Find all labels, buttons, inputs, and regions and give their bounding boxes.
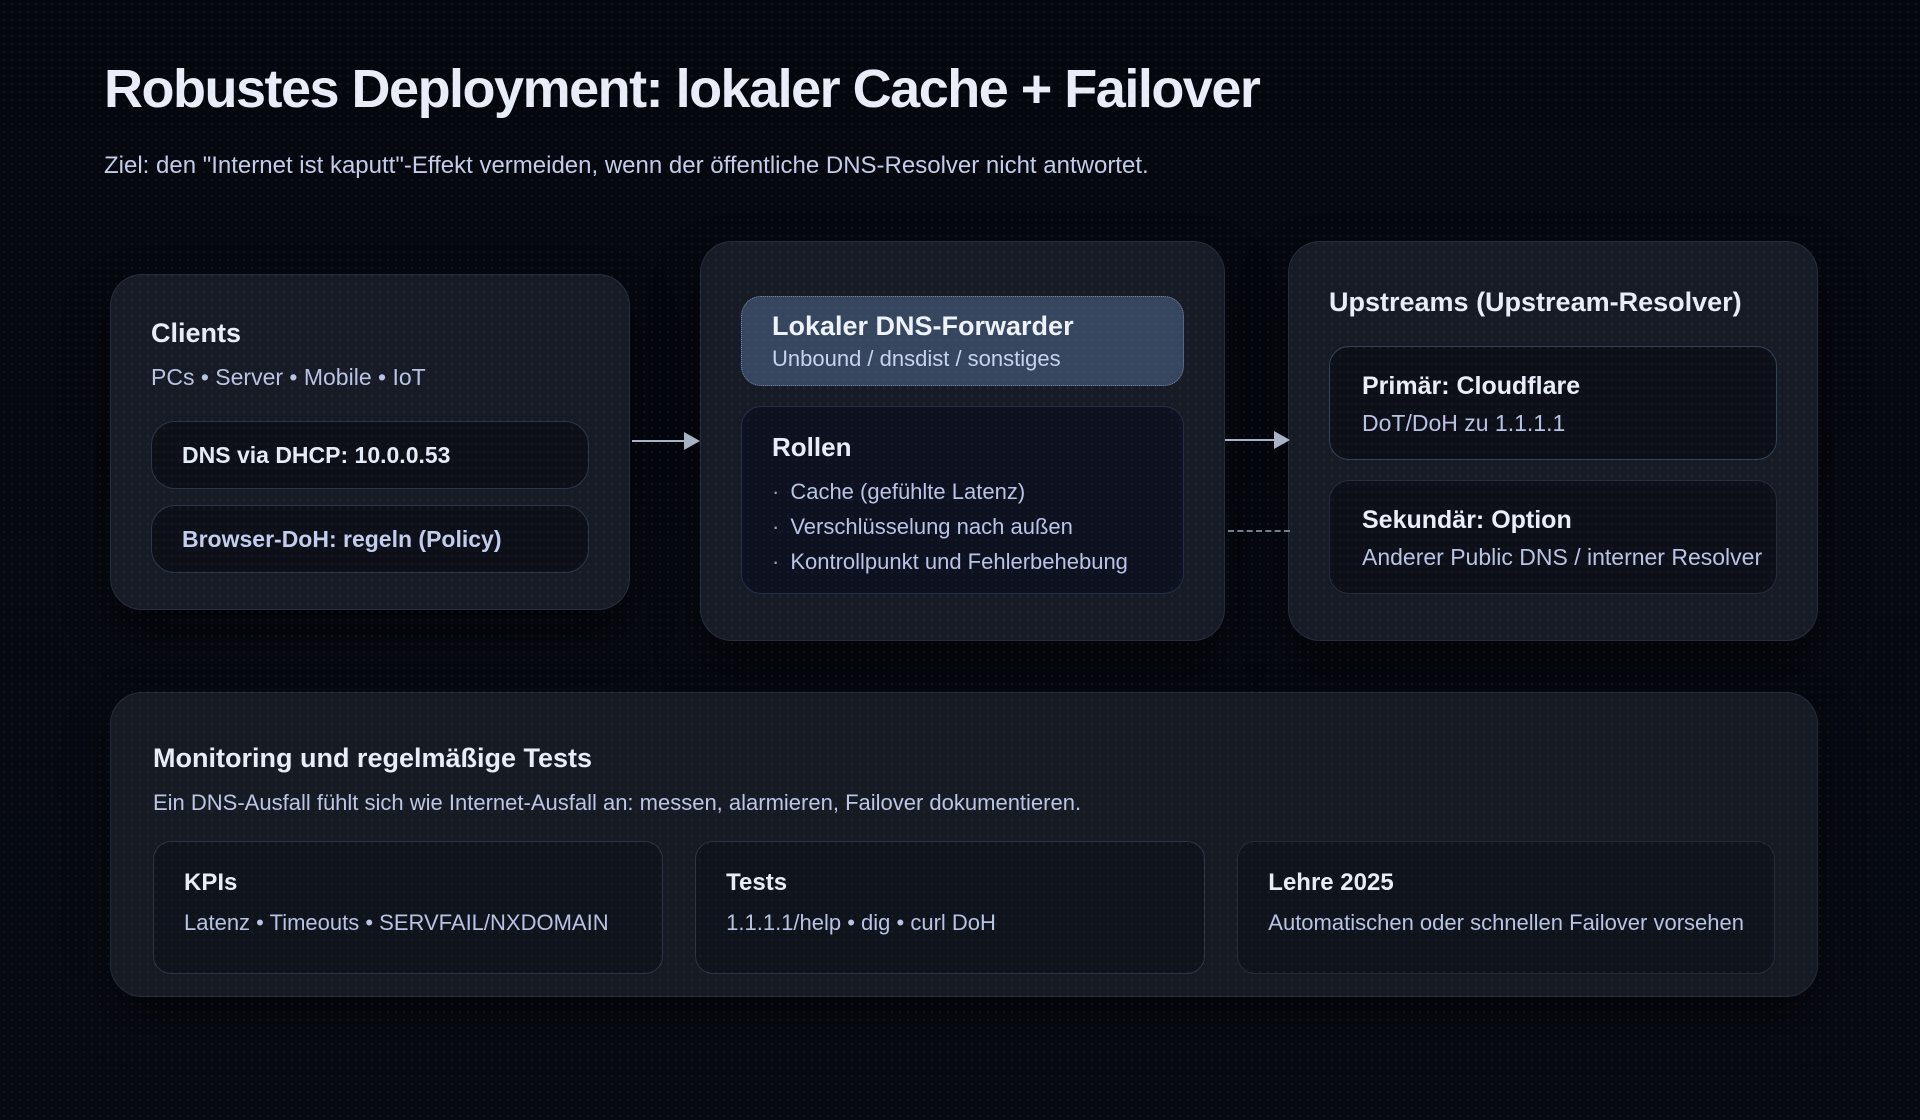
arrow-head-icon xyxy=(1274,431,1290,449)
kpi-card-text: Latenz • Timeouts • SERVFAIL/NXDOMAIN xyxy=(184,910,609,935)
monitoring-title: Monitoring und regelmäßige Tests xyxy=(153,743,593,773)
forwarder-subtitle: Unbound / dnsdist / sonstiges xyxy=(772,346,1061,371)
forwarder-title: Lokaler DNS-Forwarder xyxy=(772,311,1074,341)
flow-arrow-clients-to-forwarder-icon xyxy=(632,432,700,450)
tests-card-title: Tests xyxy=(726,869,788,896)
role-item: · Verschlüsselung nach außen xyxy=(772,509,1153,544)
lesson-card-text: Automatischen oder schnellen Failover vo… xyxy=(1268,910,1744,935)
arrow-head-icon xyxy=(684,432,700,450)
tests-card-text: 1.1.1.1/help • dig • curl DoH xyxy=(726,910,996,935)
lesson-card-title: Lehre 2025 xyxy=(1268,869,1394,896)
role-item: · Kontrollpunkt und Fehlerbehebung xyxy=(772,544,1153,579)
role-item: · Cache (gefühlte Latenz) xyxy=(772,474,1153,509)
upstream-secondary: Sekundär: Option Anderer Public DNS / in… xyxy=(1329,480,1777,594)
clients-card: Clients PCs • Server • Mobile • IoT DNS … xyxy=(110,274,630,610)
clients-title: Clients xyxy=(151,318,242,348)
page-title: Robustes Deployment: lokaler Cache + Fai… xyxy=(104,59,1261,119)
role-item-label: Verschlüsselung nach außen xyxy=(790,514,1073,539)
upstream-primary-subtitle: DoT/DoH zu 1.1.1.1 xyxy=(1362,410,1566,436)
pill-dns-dhcp: DNS via DHCP: 10.0.0.53 xyxy=(151,421,589,489)
arrow-shaft xyxy=(632,440,686,442)
roles-title: Rollen xyxy=(772,432,852,462)
upstream-primary: Primär: Cloudflare DoT/DoH zu 1.1.1.1 xyxy=(1329,346,1777,460)
upstreams-title: Upstreams (Upstream-Resolver) xyxy=(1329,287,1742,317)
upstreams-card: Upstreams (Upstream-Resolver) Primär: Cl… xyxy=(1288,241,1818,641)
monitoring-cards-row: KPIs Latenz • Timeouts • SERVFAIL/NXDOMA… xyxy=(153,841,1775,974)
bullet-icon: · xyxy=(772,514,780,539)
kpi-card-title: KPIs xyxy=(184,869,238,896)
roles-box: Rollen · Cache (gefühlte Latenz) · Verschl… xyxy=(741,406,1184,594)
flow-arrow-forwarder-to-upstreams-icon xyxy=(1225,431,1290,449)
upstream-primary-title: Primär: Cloudflare xyxy=(1362,372,1581,400)
tests-card: Tests 1.1.1.1/help • dig • curl DoH xyxy=(695,841,1206,974)
forwarder-card: Lokaler DNS-Forwarder Unbound / dnsdist … xyxy=(700,241,1225,641)
page-subtitle: Ziel: den "Internet ist kaputt"-Effekt v… xyxy=(104,152,1149,179)
pill-dns-dhcp-label: DNS via DHCP: 10.0.0.53 xyxy=(182,441,451,468)
bullet-icon: · xyxy=(772,549,780,574)
monitoring-subtitle: Ein DNS-Ausfall fühlt sich wie Internet-… xyxy=(153,790,1082,815)
forwarder-header: Lokaler DNS-Forwarder Unbound / dnsdist … xyxy=(741,296,1184,386)
role-item-label: Cache (gefühlte Latenz) xyxy=(790,479,1026,504)
upstream-secondary-title: Sekundär: Option xyxy=(1362,506,1572,534)
pill-browser-doh-label: Browser-DoH: regeln (Policy) xyxy=(182,525,502,552)
lesson-card: Lehre 2025 Automatischen oder schnellen … xyxy=(1237,841,1775,974)
arrow-shaft xyxy=(1225,439,1275,441)
clients-device-list: PCs • Server • Mobile • IoT xyxy=(151,364,426,390)
roles-list: · Cache (gefühlte Latenz) · Verschlüsselun… xyxy=(772,474,1153,579)
kpi-card: KPIs Latenz • Timeouts • SERVFAIL/NXDOMA… xyxy=(153,841,664,974)
upstream-secondary-subtitle: Anderer Public DNS / interner Resolver xyxy=(1362,544,1763,570)
role-item-label: Kontrollpunkt und Fehlerbehebung xyxy=(790,549,1128,574)
bullet-icon: · xyxy=(772,479,780,504)
failover-dashed-line xyxy=(1228,530,1290,532)
pill-browser-doh: Browser-DoH: regeln (Policy) xyxy=(151,505,589,573)
monitoring-panel: Monitoring und regelmäßige Tests Ein DNS… xyxy=(110,692,1818,997)
